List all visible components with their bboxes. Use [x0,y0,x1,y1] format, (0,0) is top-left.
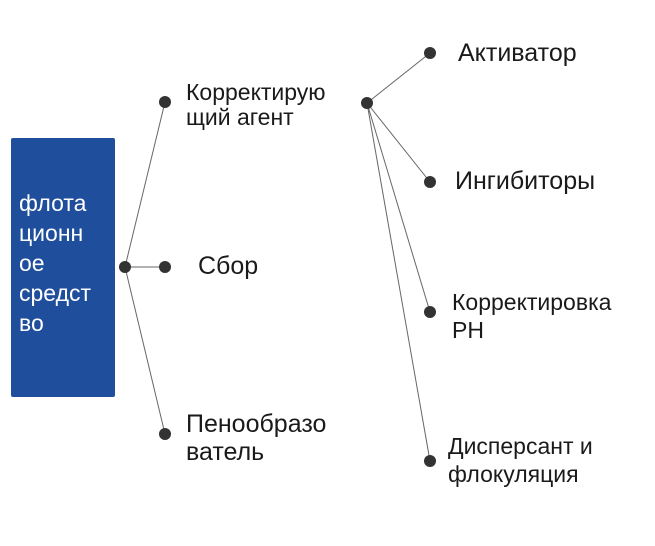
node-dot-activator [424,47,436,59]
node-dot-reagent [159,96,171,108]
frother-label-line: Пенообразо [186,410,327,438]
root-label-line: ционн [19,220,84,246]
root-label-line: флота [19,190,87,216]
activator-label-line: Активатор [458,39,577,67]
frother-label-line: ватель [186,438,265,466]
connector-reagent-activator [366,52,431,104]
inhibitors-node-label: Ингибиторы [455,167,595,195]
ph-node-label: Корректировка PH [452,288,611,344]
reagent-node-label: Корректирую щий агент [186,80,326,130]
root-label-line: во [19,310,44,336]
dispersant-label-line: Дисперсант и [448,433,593,459]
inhibitors-label-line: Ингибиторы [455,167,596,195]
node-dot-dispersant [424,455,436,467]
connector-root-frother [124,266,166,435]
node-dot-root [119,261,131,273]
activator-node-label: Активатор [458,39,577,67]
root-node-box [11,138,115,397]
root-label-line: средст [19,280,92,306]
dispersant-label-line: флокуляция [448,461,579,487]
collector-node-label: Сбор [198,252,258,280]
ph-label-line: Корректировка [452,289,612,315]
root-node-label: флота ционн ое средст во [11,188,115,338]
ph-label-line: PH [452,317,484,343]
node-dot-reagent-hub [361,97,373,109]
node-dot-collector [159,261,171,273]
node-dot-frother [159,428,171,440]
connector-reagent-ph [366,102,431,313]
reagent-label-line: Корректирую [186,79,326,105]
collector-label-line: Сбор [198,252,259,280]
node-dot-inhibitors [424,176,436,188]
connector-reagent-inhibitors [366,102,431,183]
reagent-label-line: щий агент [186,104,294,130]
connector-root-reagent [124,101,166,268]
connector-reagent-dispersant [366,102,431,462]
node-dot-ph [424,306,436,318]
root-label-line: ое [19,250,45,276]
dispersant-node-label: Дисперсант и флокуляция [448,432,593,488]
frother-node-label: Пенообразо ватель [186,410,326,466]
